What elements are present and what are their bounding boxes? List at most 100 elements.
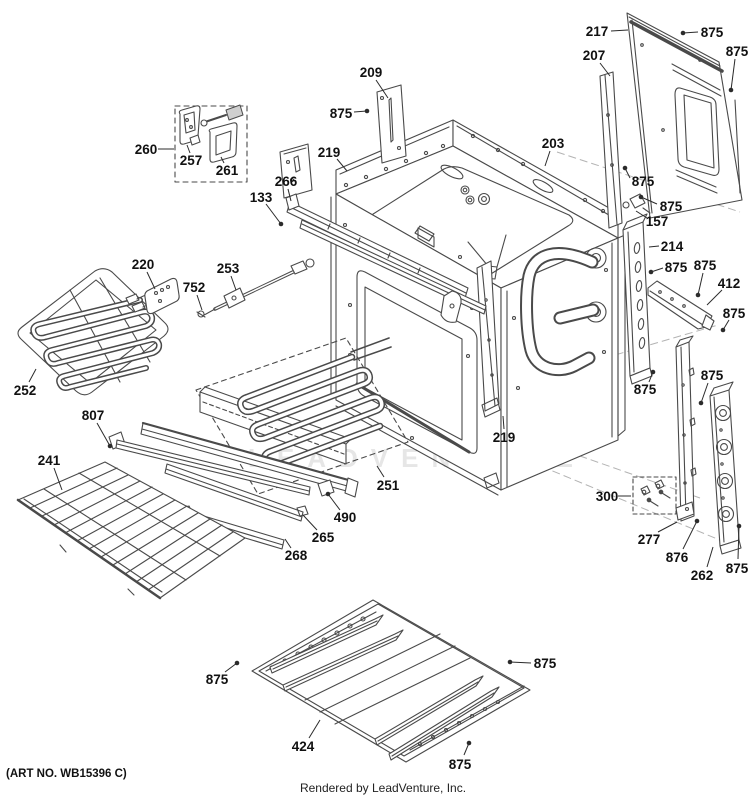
- part-label-260-10: 260: [135, 142, 158, 157]
- screw-dot-875-5: [364, 108, 370, 114]
- broil-element-252-drawing: [17, 268, 180, 396]
- part-label-875-32: 875: [694, 258, 717, 273]
- part-label-268-22: 268: [285, 548, 308, 563]
- bracket-209-drawing: [376, 84, 407, 164]
- leader-line-490-20: [327, 493, 341, 511]
- part-label-875-1: 875: [701, 25, 724, 40]
- leader-line-277-39: [657, 521, 678, 533]
- leader-line-257-11: [186, 144, 191, 154]
- screw-dot-875-28: [638, 194, 644, 200]
- leader-line-265-21: [302, 514, 318, 531]
- leader-line-252-16: [28, 368, 37, 383]
- clip-490-drawing: [317, 479, 335, 497]
- part-label-875-31: 875: [665, 260, 688, 275]
- leader-line-133-9: [265, 203, 282, 225]
- part-label-214-30: 214: [661, 239, 684, 254]
- leader-line-251-19: [376, 465, 385, 478]
- part-label-252-16: 252: [14, 383, 37, 398]
- bake-element-251-drawing: [195, 337, 409, 495]
- rendered-by-text: Rendered by LeadVenture, Inc.: [300, 781, 466, 795]
- mullion-strip-drawing: [632, 335, 697, 522]
- part-label-875-28: 875: [660, 199, 683, 214]
- part-label-251-19: 251: [377, 478, 400, 493]
- part-label-875-5: 875: [330, 106, 353, 121]
- bracket-220-drawing: [144, 277, 180, 315]
- part-label-133-9: 133: [250, 190, 273, 205]
- leader-line-203-6: [544, 150, 551, 167]
- part-label-490-20: 490: [334, 510, 357, 525]
- leader-line-262-41: [706, 546, 714, 568]
- leader-line-875-26: [509, 661, 532, 664]
- bracket-277-drawing: [675, 501, 695, 521]
- part-label-265-21: 265: [312, 530, 335, 545]
- leader-line-220-13: [146, 271, 156, 290]
- front-rails-drawing: [108, 421, 359, 550]
- part-label-424-24: 424: [292, 739, 315, 754]
- side-trim-262-drawing: [709, 381, 742, 555]
- part-label-241-18: 241: [38, 453, 61, 468]
- part-label-875-29: 875: [632, 174, 655, 189]
- oven-cabinet-drawing: [330, 119, 626, 496]
- part-label-257-11: 257: [180, 153, 203, 168]
- leader-line-875-42: [737, 525, 740, 560]
- screw-dot-875-34: [720, 327, 726, 333]
- leader-line-876-40: [682, 520, 698, 550]
- front-channel-219-drawing: [476, 260, 501, 418]
- screw-dot-875-31: [648, 269, 654, 275]
- leader-line-875-36: [700, 382, 709, 404]
- part-label-266-8: 266: [275, 174, 298, 189]
- screw-dot-875-2: [728, 87, 734, 93]
- part-label-217-0: 217: [586, 24, 609, 39]
- part-label-875-23: 875: [206, 672, 229, 687]
- part-label-752-15: 752: [183, 280, 206, 295]
- leader-line-268-22: [284, 538, 292, 549]
- leader-line-412-33: [706, 289, 723, 306]
- part-label-209-4: 209: [360, 65, 383, 80]
- part-label-219-37: 219: [493, 430, 516, 445]
- screw-dot-875-32: [695, 292, 701, 298]
- latch-157-drawing: [622, 193, 651, 214]
- leader-line-219-7: [336, 158, 348, 172]
- clips-300-drawing: [632, 476, 677, 515]
- channel-214-drawing: [622, 213, 653, 385]
- bracket-412-drawing: [647, 280, 715, 331]
- leader-line-217-0: [610, 29, 629, 32]
- leader-line-875-2: [730, 58, 736, 91]
- screw-dot-875-1: [680, 30, 686, 36]
- part-label-807-17: 807: [82, 408, 105, 423]
- leader-line-219-37: [502, 415, 505, 430]
- bottom-panel-424-drawing: [251, 599, 531, 763]
- part-label-220-13: 220: [132, 257, 155, 272]
- screw-dot-133-9: [278, 221, 284, 227]
- part-label-412-33: 412: [718, 276, 741, 291]
- part-label-875-36: 875: [701, 368, 724, 383]
- leader-line-241-18: [53, 467, 63, 491]
- control-parts-260-drawing: [174, 104, 248, 183]
- leader-line-875-1: [682, 31, 699, 34]
- part-label-875-2: 875: [726, 44, 749, 59]
- screw-dot-875-35: [650, 369, 656, 375]
- leader-line-266-8: [287, 188, 292, 202]
- leader-line-752-15: [196, 294, 203, 311]
- screw-dot-875-26: [507, 659, 513, 665]
- leader-line-253-14: [230, 275, 237, 291]
- probe-253-drawing: [196, 258, 315, 318]
- leader-line-875-32: [697, 272, 704, 296]
- screw-dot-490-20: [325, 491, 331, 497]
- part-label-262-41: 262: [691, 568, 714, 583]
- door-panel-217-drawing: [599, 12, 743, 229]
- leader-line-807-17: [96, 422, 111, 447]
- screw-dot-875-36: [698, 400, 704, 406]
- screw-dot-875-25: [466, 740, 472, 746]
- part-label-875-25: 875: [449, 757, 472, 772]
- leader-line-207-3: [599, 62, 611, 77]
- part-label-875-42: 875: [726, 561, 749, 576]
- part-label-207-3: 207: [583, 48, 606, 63]
- art-number-text: (ART NO. WB15396 C): [6, 768, 127, 780]
- leader-line-157-27: [635, 210, 648, 219]
- part-label-876-40: 876: [666, 550, 689, 565]
- leader-line-209-4: [375, 79, 389, 99]
